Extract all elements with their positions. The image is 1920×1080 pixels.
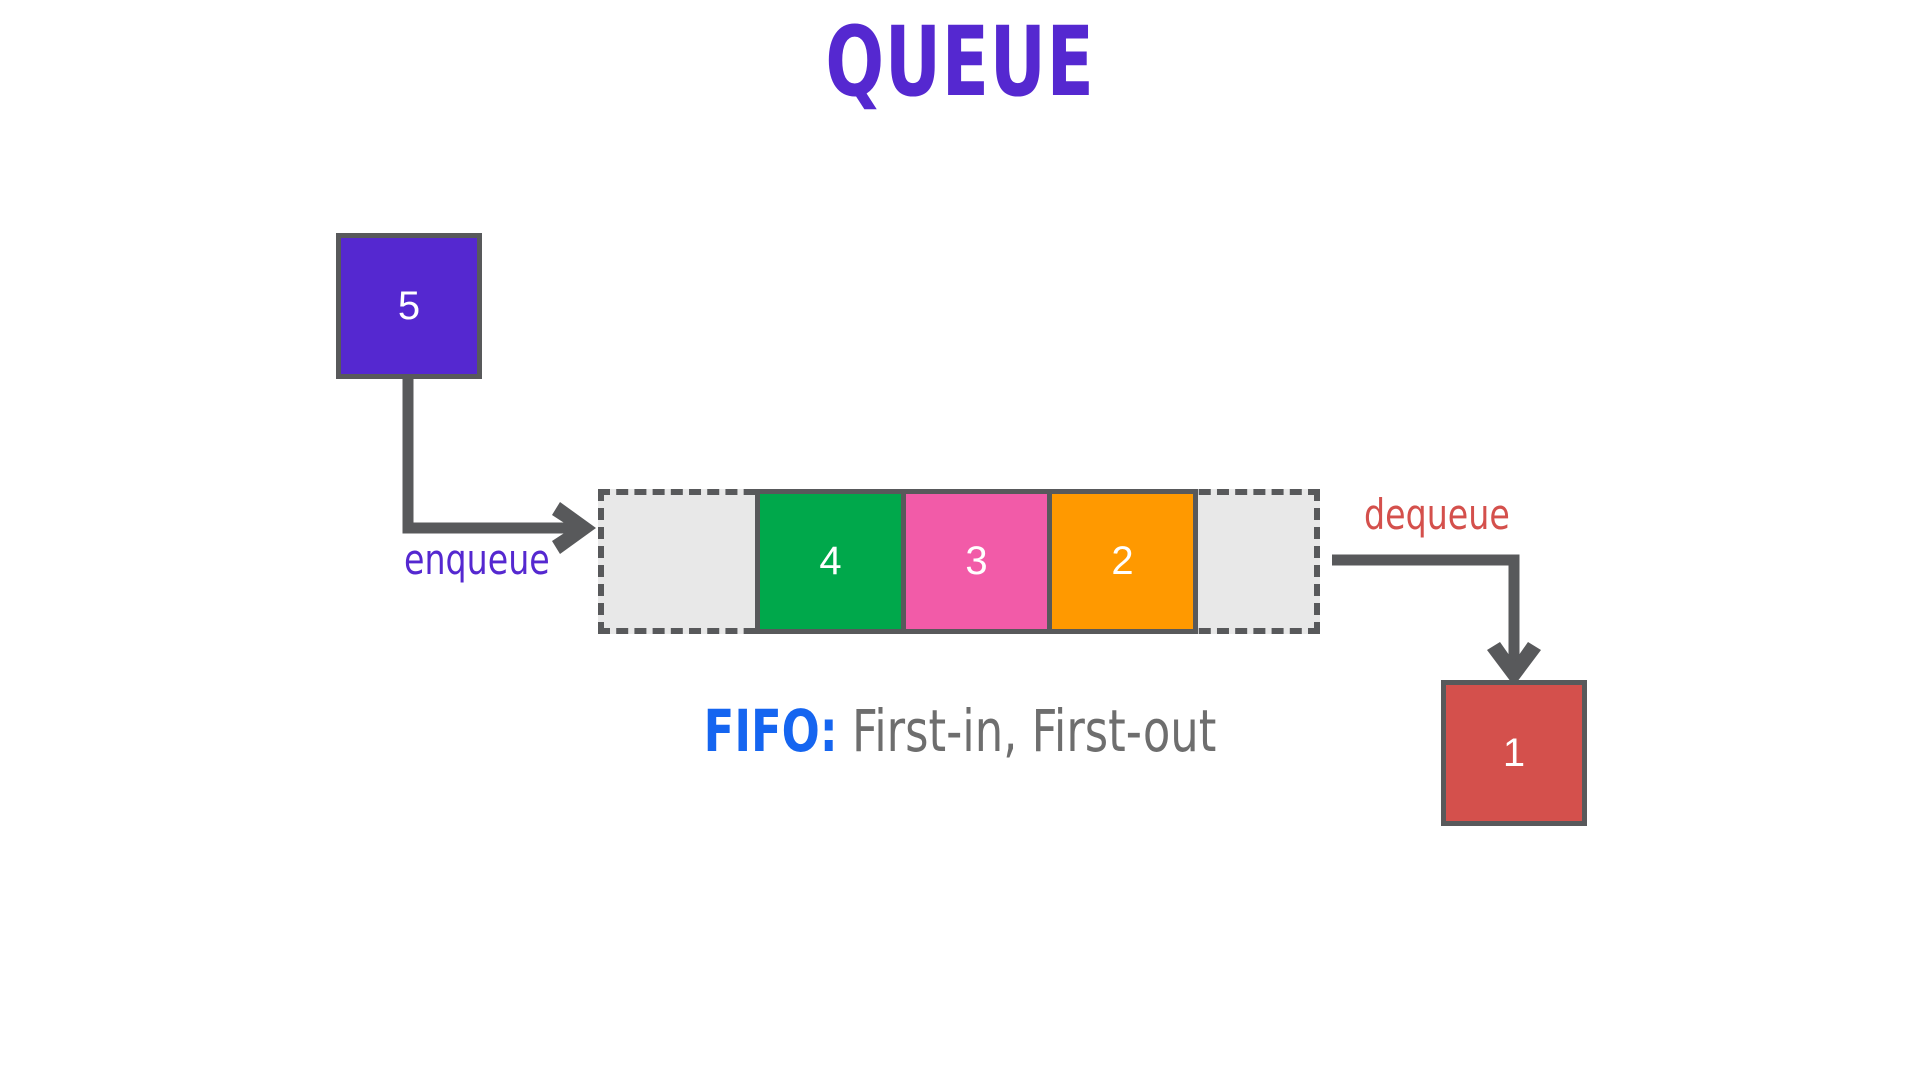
enqueue-value-box: 5: [336, 233, 482, 379]
page-title: QUEUE: [825, 6, 1095, 118]
queue-cell-value: 3: [965, 539, 988, 583]
queue-cell-value: 2: [1111, 539, 1134, 583]
queue-cell-value: 4: [819, 539, 842, 583]
enqueue-value-label: 5: [397, 283, 421, 328]
dequeue-value-label: 1: [1502, 730, 1526, 775]
queue-cell: 4: [760, 494, 901, 629]
enqueue-label: enqueue: [404, 535, 550, 584]
enqueue-arrowhead-icon: [552, 502, 596, 554]
enqueue-arrow-path: [402, 379, 572, 534]
fifo-caption: FIFO: First-in, First-out: [134, 697, 1785, 765]
fifo-key-label: FIFO:: [703, 697, 838, 765]
fifo-description-label: First-in, First-out: [837, 697, 1217, 765]
queue-cell: 3: [906, 494, 1047, 629]
queue-cells-group: 4 3 2: [755, 489, 1198, 634]
dequeue-value-box: 1: [1441, 680, 1587, 826]
dequeue-arrow-path: [1332, 554, 1520, 662]
dequeue-label: dequeue: [1364, 490, 1510, 539]
queue-cell: 2: [1052, 494, 1193, 629]
